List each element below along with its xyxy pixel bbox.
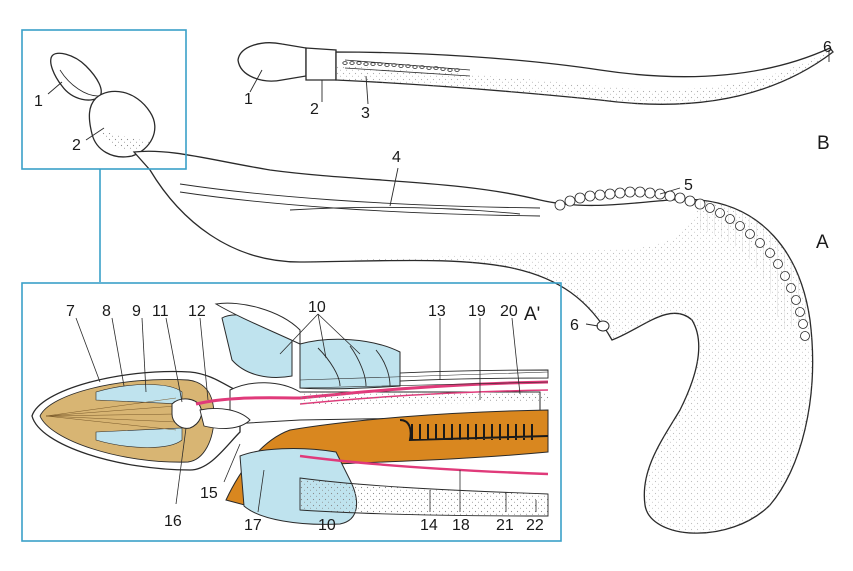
proboscis-coelom-lower [95, 427, 183, 448]
figure-b-whole-worm: 1 2 3 6 B [237, 39, 834, 154]
label-17: 17 [244, 517, 262, 534]
glomerulus [171, 398, 203, 429]
figure-a-prime-section: 7 8 9 11 12 10 13 19 20 A' 16 15 17 10 1… [31, 299, 549, 534]
label-9: 9 [132, 303, 141, 320]
b-trunk-stipple [336, 50, 833, 105]
inset-detail-box [21, 282, 562, 542]
label-a-1: 1 [34, 93, 43, 110]
label-7: 7 [66, 303, 75, 320]
label-13: 13 [428, 303, 446, 320]
label-b-2: 2 [310, 101, 319, 118]
label-19: 19 [468, 303, 486, 320]
label-a-4: 4 [392, 149, 401, 166]
label-21: 21 [496, 517, 514, 534]
label-figure-a: A [816, 232, 829, 253]
proboscis-coelom-upper [95, 384, 183, 405]
b-collar [305, 47, 337, 81]
label-figure-b: B [817, 133, 830, 154]
label-8: 8 [102, 303, 111, 320]
label-10-bottom: 10 [318, 517, 336, 534]
stomochord [199, 408, 251, 429]
label-b-1: 1 [244, 91, 253, 108]
label-a-5: 5 [684, 177, 693, 194]
label-14: 14 [420, 517, 438, 534]
ventral-body-wall [299, 477, 549, 517]
figure-a-whole-worm: 1 2 4 5 6 A [34, 52, 829, 534]
label-16: 16 [164, 513, 182, 530]
label-12: 12 [188, 303, 206, 320]
label-15: 15 [200, 485, 218, 502]
label-22: 22 [526, 517, 544, 534]
label-20: 20 [500, 303, 518, 320]
inset-frame [21, 29, 562, 542]
label-b-6: 6 [823, 39, 832, 56]
label-11: 11 [152, 303, 169, 320]
ventral-blood-vessel [299, 454, 549, 476]
label-18: 18 [452, 517, 470, 534]
label-b-3: 3 [361, 105, 370, 122]
label-a-6: 6 [570, 317, 579, 334]
a-proboscis [50, 52, 102, 101]
gill-slits [399, 419, 549, 442]
a-anus [596, 320, 610, 332]
label-figure-a-prime: A' [524, 304, 540, 325]
label-a-2: 2 [72, 137, 81, 154]
b-proboscis [237, 42, 307, 82]
label-10-top: 10 [308, 299, 326, 316]
inset-source-box [21, 29, 187, 170]
